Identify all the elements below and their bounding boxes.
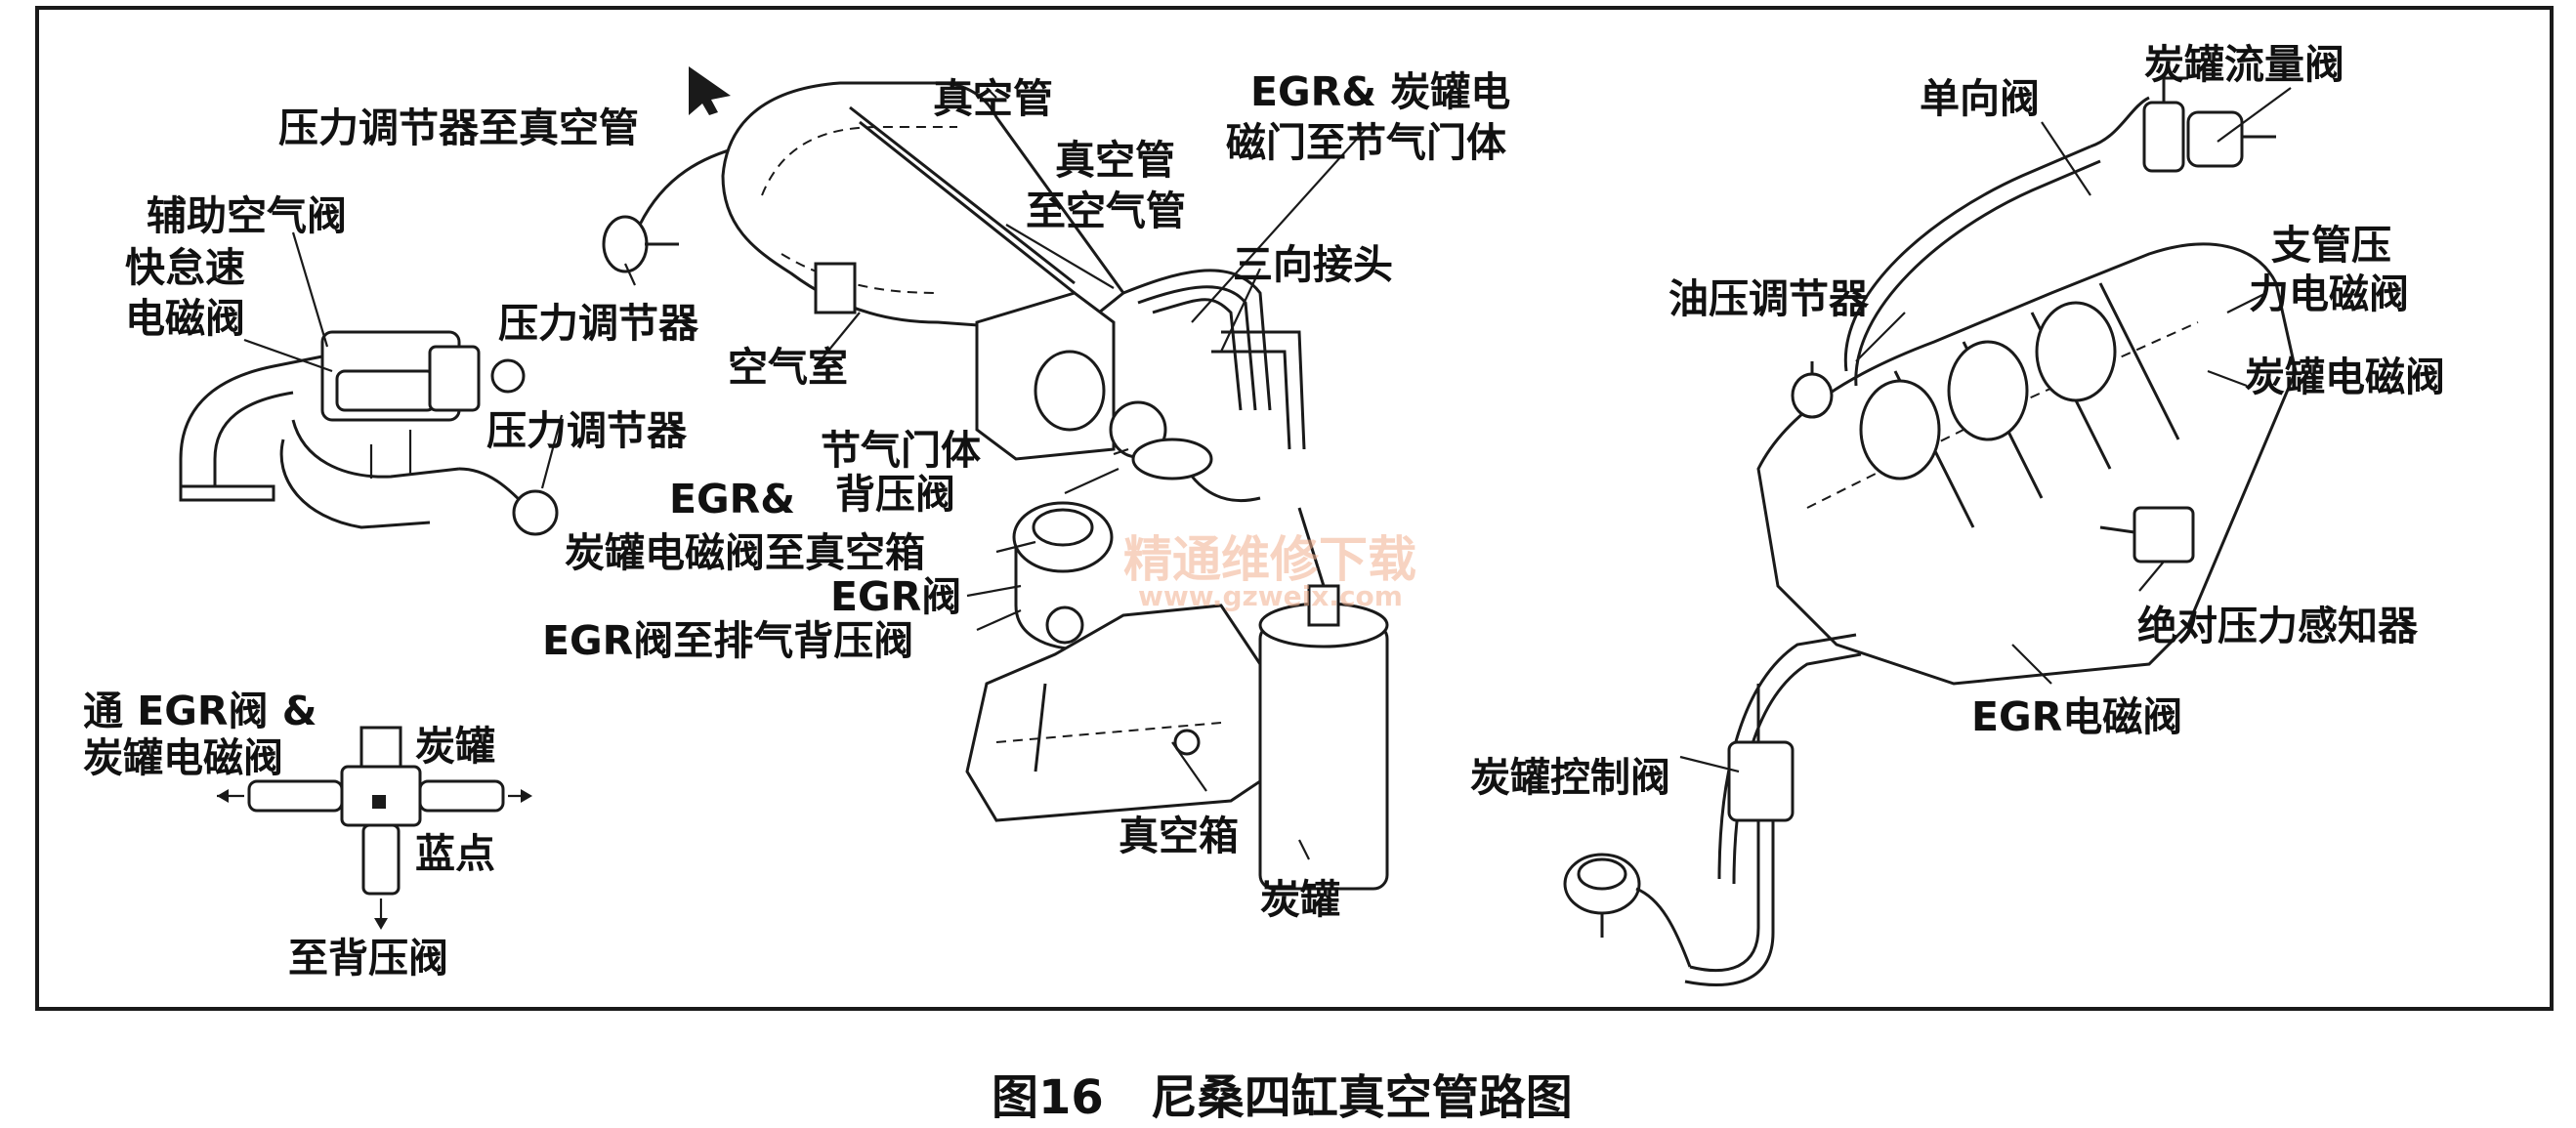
label-throttle-body: 节气门体 — [821, 427, 981, 474]
label-fast-idle-line2: 电磁阀 — [125, 295, 245, 342]
vacuum-tank-drawing — [965, 604, 1262, 822]
canister-drawing — [1258, 507, 1389, 891]
label-to-back-pressure-valve: 至背压阀 — [288, 935, 448, 982]
label-pressure-regulator-to-vacuum-tube: 压力调节器至真空管 — [278, 104, 639, 151]
label-check-valve: 单向阀 — [1920, 75, 2040, 122]
figure-caption: 图16 尼桑四缸真空管路图 — [992, 1070, 1573, 1125]
label-to-egr-valve-line2: 炭罐电磁阀 — [83, 734, 283, 781]
watermark-line2: www.gzweix.com — [1138, 580, 1403, 612]
canister-control-valve-drawing — [1563, 684, 1795, 968]
label-air-chamber: 空气室 — [728, 344, 848, 391]
leader-lines — [243, 87, 2292, 860]
diagram-border — [35, 6, 2554, 1011]
label-egr-valve: EGR阀 — [830, 573, 961, 620]
direction-arrow-icon — [689, 66, 731, 115]
label-canister-control-valve: 炭罐控制阀 — [1470, 754, 1670, 801]
label-egr-to-exhaust-back-pressure: EGR阀至排气背压阀 — [542, 617, 913, 664]
label-egr-canister-solenoid-line2: 磁门至节气门体 — [1226, 119, 1506, 166]
label-canister: 炭罐 — [1260, 876, 1340, 923]
label-back-pressure-valve: 背压阀 — [835, 471, 955, 518]
label-vacuum-tank: 真空箱 — [1119, 813, 1239, 859]
label-blue-dot: 蓝点 — [415, 830, 495, 877]
vacuum-hoses-center — [1122, 269, 1306, 503]
label-canister-flow-valve: 炭罐流量阀 — [2144, 41, 2344, 88]
label-vacuum-to-air-line1: 真空管 — [1055, 137, 1175, 184]
label-fast-idle-line1: 快怠速 — [125, 244, 245, 291]
blue-dot-marker — [372, 795, 386, 809]
label-vacuum-to-air-line2: 至空气管 — [1026, 188, 1186, 234]
label-manifold-pressure-solenoid-line1: 支管压 — [2271, 222, 2391, 269]
canister-flow-valve-drawing — [2142, 76, 2276, 173]
label-to-egr-valve-line1: 通 EGR阀 & — [83, 688, 317, 734]
intake-manifold-drawing — [721, 81, 1126, 334]
label-egr-solenoid-to-tank-line1: EGR& — [669, 476, 795, 522]
label-canister-connector: 炭罐 — [415, 723, 495, 770]
air-chamber-drawing — [975, 291, 1167, 461]
watermark-line1: 精通维修下载 — [1123, 531, 1416, 588]
aux-air-valve-drawing — [179, 330, 559, 536]
label-egr-solenoid: EGR电磁阀 — [1971, 693, 2182, 740]
label-fuel-pressure-regulator: 油压调节器 — [1668, 275, 1870, 322]
label-egr-canister-solenoid-line1: EGR& 炭罐电 — [1250, 68, 1510, 115]
label-vacuum-tube: 真空管 — [933, 75, 1053, 122]
label-pressure-regulator-lower: 压力调节器 — [486, 407, 688, 454]
label-aux-air-valve: 辅助空气阀 — [147, 192, 347, 239]
egr-valve-drawing — [1012, 501, 1114, 651]
label-egr-solenoid-to-tank-line2: 炭罐电磁阀至真空箱 — [565, 529, 925, 576]
label-manifold-pressure-solenoid-line2: 力电磁阀 — [2249, 271, 2409, 317]
fuel-pressure-regulator-drawing — [1791, 361, 1834, 419]
pressure-regulator-upper-drawing — [602, 145, 743, 273]
label-three-way-connector: 三向接头 — [1233, 241, 1393, 288]
engine-assembly-drawing — [1756, 96, 2298, 686]
label-map-sensor: 绝对压力感知器 — [2137, 603, 2419, 649]
labels: 压力调节器至真空管 辅助空气阀 快怠速 电磁阀 压力调节器 空气室 压力调节器 … — [83, 41, 2445, 982]
watermark: 精通维修下载 www.gzweix.com — [1123, 531, 1416, 612]
three-way-connector-drawing — [217, 726, 532, 930]
label-canister-solenoid: 炭罐电磁阀 — [2245, 354, 2445, 400]
label-pressure-regulator-upper: 压力调节器 — [498, 300, 699, 347]
